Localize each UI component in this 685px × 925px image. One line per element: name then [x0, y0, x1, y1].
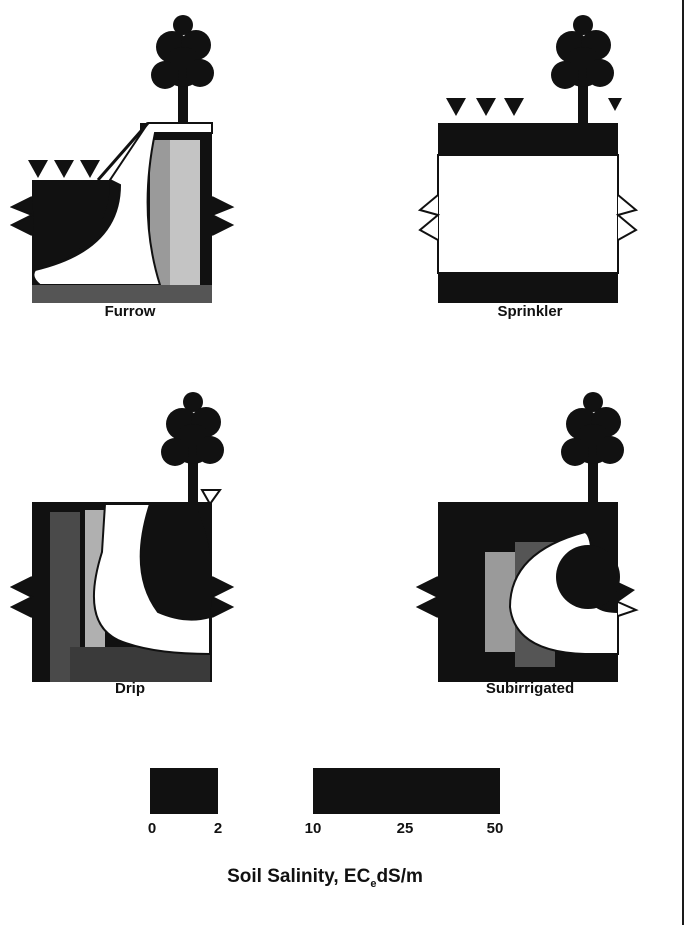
legend-title: Soil Salinity, ECedS/m	[150, 866, 500, 890]
panel-furrow: Furrow	[10, 15, 250, 335]
tree-icon	[151, 15, 214, 125]
panel-label-furrow: Furrow	[10, 303, 250, 320]
legend-title-main: Soil Salinity, EC	[227, 866, 370, 887]
legend-segment	[405, 768, 500, 814]
tree-icon	[561, 392, 624, 502]
subirrigated-diagram	[410, 392, 650, 682]
furrow-diagram	[10, 15, 250, 305]
page-edge-line	[682, 0, 684, 925]
panel-subirrigated: Subirrigated	[410, 392, 650, 712]
panel-sprinkler: Sprinkler	[410, 15, 650, 335]
legend-color-bar	[150, 768, 500, 814]
legend-tick-label: 10	[305, 820, 322, 837]
legend-tick-label: 50	[487, 820, 504, 837]
legend-title-unit: dS/m	[376, 866, 422, 887]
legend-tick-label: 0	[148, 820, 156, 837]
water-drop-triangle-icon	[446, 98, 622, 116]
panel-label-drip: Drip	[10, 680, 250, 697]
legend-segment	[150, 768, 218, 814]
tree-icon	[161, 392, 224, 502]
panel-drip: Drip	[10, 392, 250, 712]
panel-label-subirrigated: Subirrigated	[410, 680, 650, 697]
legend-segment	[313, 768, 405, 814]
water-drop-triangle-icon	[202, 490, 220, 504]
water-drop-triangle-icon	[28, 160, 100, 178]
sprinkler-diagram	[410, 15, 650, 305]
legend-tick-label: 25	[397, 820, 414, 837]
legend-segment	[218, 768, 313, 814]
panel-label-sprinkler: Sprinkler	[410, 303, 650, 320]
tree-icon	[551, 15, 614, 125]
legend-tick-label: 2	[214, 820, 222, 837]
drip-diagram	[10, 392, 250, 682]
